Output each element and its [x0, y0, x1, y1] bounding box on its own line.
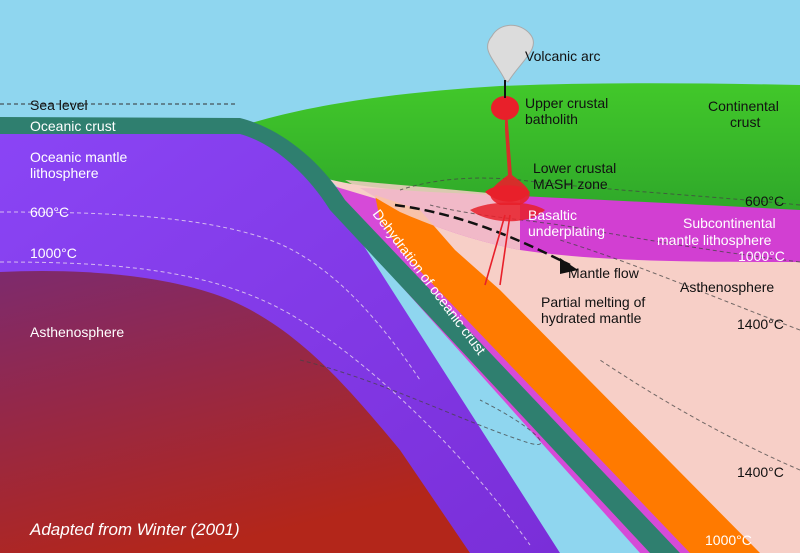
mantle-flow-arrowhead [560, 258, 578, 274]
label-continental-1: Continental [708, 98, 779, 114]
label-1000-bottom: 1000°C [705, 532, 752, 548]
isotherm-600-right [399, 177, 800, 206]
label-upper-crustal-1: Upper crustal [525, 95, 608, 111]
label-subcontinental-2: mantle lithosphere [657, 232, 772, 248]
mantle-wedge [345, 180, 520, 250]
lower-crustal-mash-zone [485, 185, 530, 202]
dehydration-zone [375, 195, 760, 553]
label-oceanic-mantle-2: lithosphere [30, 165, 99, 181]
label-volcanic-arc: Volcanic arc [525, 48, 600, 64]
label-partial-melting-2: hydrated mantle [541, 310, 642, 326]
isotherm-600-left [0, 211, 421, 381]
label-lower-crustal-2: MASH zone [533, 176, 608, 192]
isotherm-1400-right [559, 239, 800, 331]
label-1400-right-upper: 1400°C [737, 316, 784, 332]
oceanic-crust-slab [0, 117, 680, 553]
label-asthenosphere-right: Asthenosphere [680, 279, 774, 295]
upper-crustal-batholith [491, 96, 519, 120]
label-oceanic-crust: Oceanic crust [30, 118, 116, 134]
mantle-flow-arrow [394, 203, 571, 267]
label-1400-right-lower: 1400°C [737, 464, 784, 480]
basaltic-underplating-blob [470, 202, 545, 222]
label-1000-right: 1000°C [738, 248, 785, 264]
left-asthenosphere-region [0, 270, 470, 553]
melt-arrow-2 [499, 214, 511, 286]
label-600-right: 600°C [745, 193, 784, 209]
volcanic-plume [487, 24, 534, 83]
label-lower-crustal-1: Lower crustal [533, 160, 616, 176]
label-1000-left: 1000°C [30, 245, 77, 261]
label-continental-2: crust [730, 114, 760, 130]
melt-arrow-1 [484, 214, 506, 286]
continental-crust-region [230, 83, 800, 210]
label-subcontinental-1: Subcontinental [683, 215, 776, 231]
label-asthenosphere-left: Asthenosphere [30, 324, 124, 340]
label-mantle-flow: Mantle flow [568, 265, 640, 281]
label-600-left: 600°C [30, 204, 69, 220]
isotherm-1400-lower [599, 359, 800, 471]
isotherm-1000-right [429, 204, 800, 263]
label-basaltic-2: underplating [528, 223, 605, 239]
label-oceanic-mantle-1: Oceanic mantle [30, 149, 127, 165]
label-partial-melting-1: Partial melting of [541, 294, 645, 310]
label-basaltic-1: Basaltic [528, 207, 577, 223]
isotherm-loop [299, 359, 542, 445]
isotherm-1000-left [0, 261, 531, 546]
label-upper-crustal-2: batholith [525, 111, 578, 127]
credit-text: Adapted from Winter (2001) [29, 520, 240, 539]
label-sea-level: Sea level [30, 97, 88, 113]
